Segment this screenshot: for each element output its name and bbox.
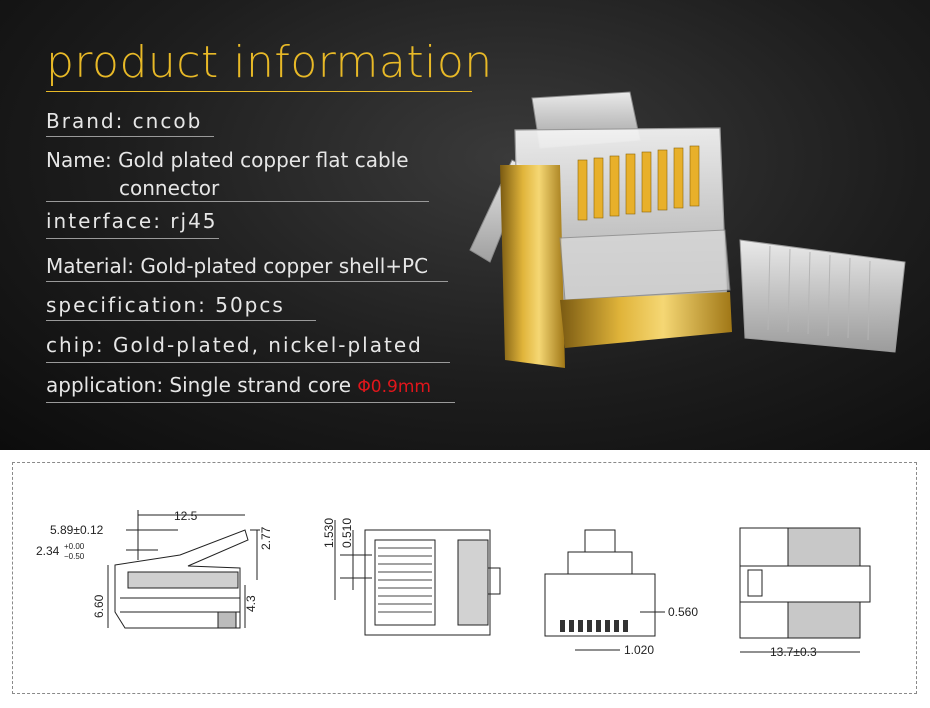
rear-view-drawing	[739, 527, 871, 653]
spec-name-line1: Name: Gold plated copper flat cable	[46, 148, 409, 172]
dim-contact: 0.560	[668, 605, 698, 619]
dim-a: 5.89±0.12	[50, 523, 104, 537]
dim-pitch-a: 1.530	[322, 518, 336, 548]
dim-width: 13.7±0.3	[770, 645, 817, 659]
spec-divider	[46, 362, 450, 363]
rj45-connector-illustration	[469, 91, 906, 368]
spec-specification: specification: 50pcs	[46, 293, 285, 317]
page-title: product information	[46, 37, 493, 88]
spec-brand: Brand: cncob	[46, 109, 203, 133]
dim-b-plus: +0.00	[64, 542, 85, 551]
product-info-panel: product information Brand: cncob Name: G…	[0, 0, 930, 450]
technical-drawing-frame	[12, 462, 917, 694]
spec-divider	[46, 281, 448, 282]
spec-divider	[46, 201, 429, 202]
spec-interface: interface: rj45	[46, 209, 218, 233]
dim-pitch: 1.020	[624, 643, 654, 657]
title-underline	[46, 91, 472, 92]
front-view-drawing	[544, 529, 665, 651]
spec-divider	[46, 136, 214, 137]
dim-height-inner: 4.3	[244, 595, 258, 612]
spec-chip: chip: Gold-plated, nickel-plated	[46, 333, 423, 357]
dim-b-minus: −0.50	[64, 552, 85, 561]
dim-b: 2.34	[36, 544, 60, 558]
dim-height-right: 2.77	[259, 526, 273, 550]
spec-name-line2: connector	[119, 176, 220, 200]
spec-divider	[46, 238, 219, 239]
dim-length: 12.5	[174, 509, 198, 523]
spec-divider	[46, 402, 455, 403]
phi-diameter: Φ0.9mm	[357, 377, 431, 397]
dim-height-left: 6.60	[92, 594, 106, 618]
gold-contacts	[577, 145, 700, 221]
spec-material: Material: Gold-plated copper shell+PC	[46, 254, 429, 278]
side-view-drawing	[107, 510, 260, 629]
top-view-drawing	[334, 520, 501, 636]
spec-application: application: Single strand core Φ0.9mm	[46, 373, 431, 397]
dim-pitch-b: 0.510	[340, 518, 354, 548]
spec-divider	[46, 320, 316, 321]
